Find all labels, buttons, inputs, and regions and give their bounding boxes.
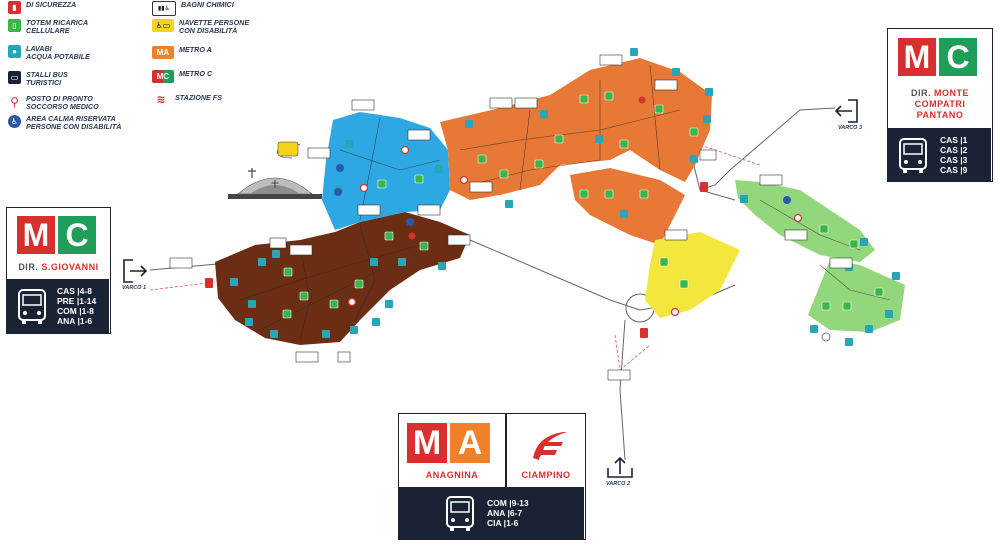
legend-label: AREA CALMA RISERVATA PERSONE CON DISABIL… <box>26 114 122 132</box>
zone-lightgreen-lower <box>808 260 905 332</box>
metro-letter-m: M <box>407 423 447 463</box>
legend-extinguisher: ▮ DI SICUREZZA <box>8 0 77 14</box>
zone-blue <box>322 112 450 230</box>
fs-icon: ≋ <box>152 94 170 107</box>
legend-label: METRO C <box>179 69 213 78</box>
bus-lines: CAS |4-8 PRE |1-14 COM |1-8 ANA |1-6 <box>57 286 97 326</box>
wheelchair-icons <box>334 164 791 226</box>
bus-icon <box>899 137 927 173</box>
fan-icon <box>821 332 831 342</box>
legend-label: NAVETTE PERSONE CON DISABILITÀ <box>179 18 250 36</box>
varco-1-label: VARCO 1 <box>122 285 147 291</box>
zone-brown <box>215 212 470 345</box>
internal-paths <box>239 64 891 341</box>
bus-lines-panel: CAS |1 CAS |2 CAS |3 CAS |9 <box>888 128 991 181</box>
direction-label: DIR. S.GIOVANNI <box>7 262 110 273</box>
legend-lavabi: ● LAVABI ACQUA POTABILE <box>8 44 90 62</box>
legend-label: POSTO DI PRONTO SOCCORSO MEDICO <box>26 94 99 112</box>
metro-a-logo: M A <box>407 423 490 463</box>
bus-icon <box>446 496 474 531</box>
bus-icon <box>18 289 46 324</box>
metro-a-anagnina-card: M A ANAGNINA CIAMPINO COM |9-13 ANA |6-7… <box>398 413 586 540</box>
exit-arrow-varco-1 <box>123 259 148 283</box>
card-divider <box>505 414 507 488</box>
metro-c-logo: M C <box>17 216 96 254</box>
zone-orange-top <box>440 58 712 200</box>
legend-toilet: ▮▮♿ BAGNI CHIMICI <box>152 0 234 16</box>
lavabi-icons <box>230 48 900 346</box>
exit-arrow-varco-2 <box>607 456 633 478</box>
totem-icons <box>282 91 884 319</box>
zone-orange-lower <box>570 168 685 245</box>
dir-name: S.GIOVANNI <box>41 262 99 272</box>
legend-label: TOTEM RICARICA CELLULARE <box>26 18 89 36</box>
dir-name: MONTE <box>934 88 969 98</box>
fs-station-name: CIAMPINO <box>521 470 571 480</box>
bus-lines: CAS |1 CAS |2 CAS |3 CAS |9 <box>940 134 968 175</box>
toilet-icons <box>169 54 853 381</box>
first-aid-icons <box>347 145 803 317</box>
dir-line-2: COMPATRI <box>914 99 966 109</box>
metro-letter-m: M <box>17 216 55 254</box>
phone-charger-icon: ▯ <box>8 19 21 32</box>
extinguisher-icon: ▮ <box>8 1 21 14</box>
legend-metro-c: MC METRO C <box>152 69 213 83</box>
legend-shuttle: ♿▭ NAVETTE PERSONE CON DISABILITÀ <box>152 18 250 36</box>
legend-bus: ▭ STALLI BUS TURISTICI <box>8 70 68 88</box>
shuttle-callout <box>277 141 301 159</box>
legend-label: METRO A <box>179 45 212 54</box>
bus-icon: ▭ <box>8 71 21 84</box>
metro-c-san-giovanni-card: M C DIR. S.GIOVANNI CAS |4-8 PRE |1-14 C… <box>6 207 111 334</box>
metro-station-name: ANAGNINA <box>425 470 479 480</box>
legend-label: DI SICUREZZA <box>26 0 77 9</box>
legend-metro-a: MA METRO A <box>152 45 212 59</box>
exit-arrow-varco-3 <box>834 99 858 123</box>
legend-wheelchair: ♿ AREA CALMA RISERVATA PERSONE CON DISAB… <box>8 114 122 132</box>
bus-lines: COM |9-13 ANA |6-7 CIA |1-6 <box>487 498 529 528</box>
metro-c-logo: M C <box>898 38 977 76</box>
dir-line-3: PANTANO <box>916 110 964 120</box>
metro-c-icon: MC <box>152 70 174 83</box>
metro-a-icon: MA <box>152 46 174 59</box>
shuttle-icon: ♿▭ <box>152 19 174 32</box>
bus-lines-panel: COM |9-13 ANA |6-7 CIA |1-6 <box>399 487 584 539</box>
map-pin-icons <box>408 96 646 240</box>
bus-lines-panel: CAS |4-8 PRE |1-14 COM |1-8 ANA |1-6 <box>7 279 109 333</box>
metro-letter-c: C <box>58 216 96 254</box>
legend-label: STALLI BUS TURISTICI <box>26 70 68 88</box>
dir-prefix: DIR. <box>910 88 931 98</box>
legend-totem: ▯ TOTEM RICARICA CELLULARE <box>8 18 89 36</box>
metro-letter-c: C <box>939 38 977 76</box>
fs-logo-icon <box>533 432 567 460</box>
first-aid-icon: ⚲ <box>8 95 21 108</box>
metro-c-pantano-card: M C DIR. MONTE COMPATRI PANTANO CAS |1 C… <box>887 28 993 182</box>
metro-letter-m: M <box>898 38 936 76</box>
legend-label: BAGNI CHIMICI <box>181 0 234 9</box>
legend-label: LAVABI ACQUA POTABILE <box>26 44 90 62</box>
toilet-icon: ▮▮♿ <box>152 1 176 16</box>
varco-3-label: VARCO 3 <box>838 125 863 131</box>
dir-prefix: DIR. <box>18 262 39 272</box>
wheelchair-icon: ♿ <box>8 115 21 128</box>
varco-2-label: VARCO 2 <box>606 481 631 487</box>
legend-label: STAZIONE FS <box>175 93 222 102</box>
legend-fs: ≋ STAZIONE FS <box>152 93 222 107</box>
stage-icon <box>228 168 322 199</box>
legend-first-aid: ⚲ POSTO DI PRONTO SOCCORSO MEDICO <box>8 94 99 112</box>
metro-letter-a: A <box>450 423 490 463</box>
extinguisher-icons <box>205 182 708 338</box>
zone-lightgreen-upper <box>735 180 875 262</box>
direction-label: DIR. MONTE COMPATRI PANTANO <box>888 88 992 121</box>
zone-yellow <box>645 232 740 318</box>
water-drop-icon: ● <box>8 45 21 58</box>
